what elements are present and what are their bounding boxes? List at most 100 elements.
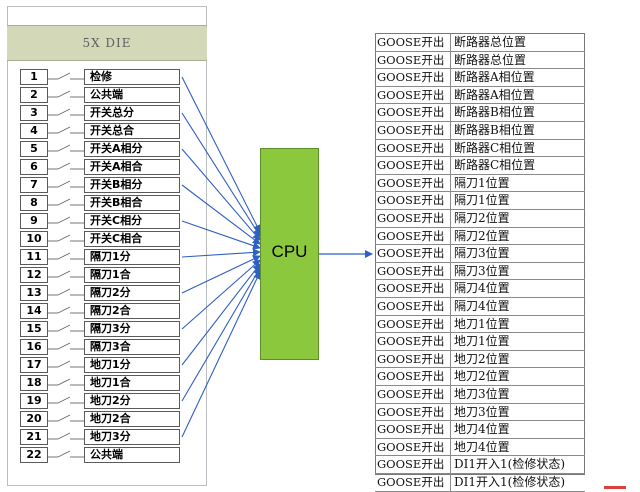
goose-point-cell: 断路器总位置: [451, 52, 585, 70]
terminal-number: 21: [20, 429, 48, 445]
terminal-label: 开关C相合: [84, 231, 180, 247]
terminal-number: 12: [20, 267, 48, 283]
goose-point-cell: 断路器B相位置: [451, 104, 585, 122]
switch-contact-line: [57, 414, 71, 422]
goose-type-cell: GOOSE开出: [375, 157, 451, 175]
terminal-number: 5: [20, 141, 48, 157]
input-arrow: [181, 255, 261, 294]
switch-contact-line: [57, 126, 71, 134]
goose-point-cell: 地刀3位置: [451, 386, 585, 404]
terminal-label: 公共端: [84, 447, 180, 463]
goose-type-cell: GOOSE开出: [375, 350, 451, 369]
goose-type-cell: GOOSE开出: [375, 333, 451, 351]
goose-type-cell: GOOSE开出: [375, 192, 451, 210]
switch-contact-line: [57, 324, 71, 332]
goose-type-cell: GOOSE开出: [375, 262, 451, 281]
terminal-number: 22: [20, 447, 48, 463]
terminal-label: 开关总分: [84, 105, 180, 121]
terminal-label: 隔刀3合: [84, 339, 180, 355]
goose-type-cell: GOOSE开出: [375, 474, 451, 492]
input-arrow: [181, 267, 261, 402]
terminal-number: 13: [20, 285, 48, 301]
goose-type-cell: GOOSE开出: [375, 227, 451, 246]
input-arrows: [181, 76, 261, 438]
terminal-label: 开关A相分: [84, 141, 180, 157]
cpu-label: CPU: [271, 242, 308, 261]
terminal-number: 3: [20, 105, 48, 121]
goose-point-cell: 地刀3位置: [451, 404, 585, 422]
terminal-number: 15: [20, 321, 48, 337]
switch-contact-line: [57, 180, 71, 188]
goose-point-cell: 断路器B相位置: [451, 122, 585, 140]
terminal-number: 6: [20, 159, 48, 175]
switch-contact-line: [57, 342, 71, 350]
terminal-label: 隔刀1分: [84, 249, 180, 265]
goose-point-cell: 隔刀1位置: [451, 175, 585, 193]
goose-type-cell: GOOSE开出: [375, 386, 451, 404]
terminal-label: 地刀2合: [84, 411, 180, 427]
switch-contact-line: [57, 216, 71, 224]
terminal-number: 9: [20, 213, 48, 229]
terminal-label: 公共端: [84, 87, 180, 103]
terminal-label: 地刀3分: [84, 429, 180, 445]
input-arrow: [181, 271, 261, 438]
switch-contact-line: [57, 90, 71, 98]
goose-type-cell: GOOSE开出: [375, 438, 451, 457]
terminal-label: 开关B相分: [84, 177, 180, 193]
input-arrow: [181, 263, 261, 366]
goose-type-cell: GOOSE开出: [375, 245, 451, 263]
switch-contact-line: [57, 450, 71, 458]
terminal-number: 18: [20, 375, 48, 391]
switch-contact-line: [57, 378, 71, 386]
goose-type-cell: GOOSE开出: [375, 280, 451, 298]
goose-point-cell: 断路器C相位置: [451, 157, 585, 175]
goose-type-cell: GOOSE开出: [375, 421, 451, 439]
input-arrow: [181, 112, 261, 237]
switch-contact-line: [57, 72, 71, 80]
switch-contact-line: [57, 360, 71, 368]
input-arrow: [181, 184, 261, 245]
terminal-number: 7: [20, 177, 48, 193]
terminal-number: 17: [20, 357, 48, 373]
goose-point-cell: 断路器A相位置: [451, 69, 585, 87]
cpu-block: [260, 148, 319, 360]
terminal-label: 地刀1分: [84, 357, 180, 373]
terminal-number: 20: [20, 411, 48, 427]
goose-point-cell: 地刀1位置: [451, 333, 585, 351]
goose-point-cell: 隔刀2位置: [451, 210, 585, 228]
terminal-label: 隔刀2合: [84, 303, 180, 319]
input-arrow: [181, 259, 261, 330]
goose-type-cell: GOOSE开出: [375, 51, 451, 70]
goose-type-cell: GOOSE开出: [375, 122, 451, 140]
switch-contact-line: [57, 162, 71, 170]
switch-contact-line: [57, 108, 71, 116]
die-title: 5X DIE: [82, 36, 132, 50]
terminal-number: 14: [20, 303, 48, 319]
terminal-number: 1: [20, 69, 48, 85]
goose-type-cell: GOOSE开出: [375, 210, 451, 228]
terminal-number: 11: [20, 249, 48, 265]
input-arrow: [181, 76, 261, 233]
goose-point-cell: 隔刀2位置: [451, 228, 585, 246]
terminal-label: 隔刀3分: [84, 321, 180, 337]
goose-point-cell: 断路器A相位置: [451, 87, 585, 105]
goose-point-cell: 地刀2位置: [451, 368, 585, 386]
terminal-number: 16: [20, 339, 48, 355]
goose-point-cell: 断路器C相位置: [451, 140, 585, 158]
terminal-label: 开关总合: [84, 123, 180, 139]
switch-contact-line: [57, 432, 71, 440]
goose-type-cell: GOOSE开出: [375, 34, 451, 52]
goose-type-cell: GOOSE开出: [375, 456, 451, 474]
terminal-number: 2: [20, 87, 48, 103]
terminal-label: 检修: [84, 69, 180, 85]
goose-point-cell: 隔刀1位置: [451, 192, 585, 210]
switch-contact-line: [57, 198, 71, 206]
corner-mark: [604, 486, 626, 489]
goose-type-cell: GOOSE开出: [375, 368, 451, 386]
terminal-label: 地刀1合: [84, 375, 180, 391]
input-arrow: [181, 148, 261, 241]
goose-type-cell: GOOSE开出: [375, 298, 451, 316]
terminal-label: 开关B相合: [84, 195, 180, 211]
goose-point-cell: 地刀4位置: [451, 421, 585, 439]
input-arrow: [181, 248, 261, 258]
